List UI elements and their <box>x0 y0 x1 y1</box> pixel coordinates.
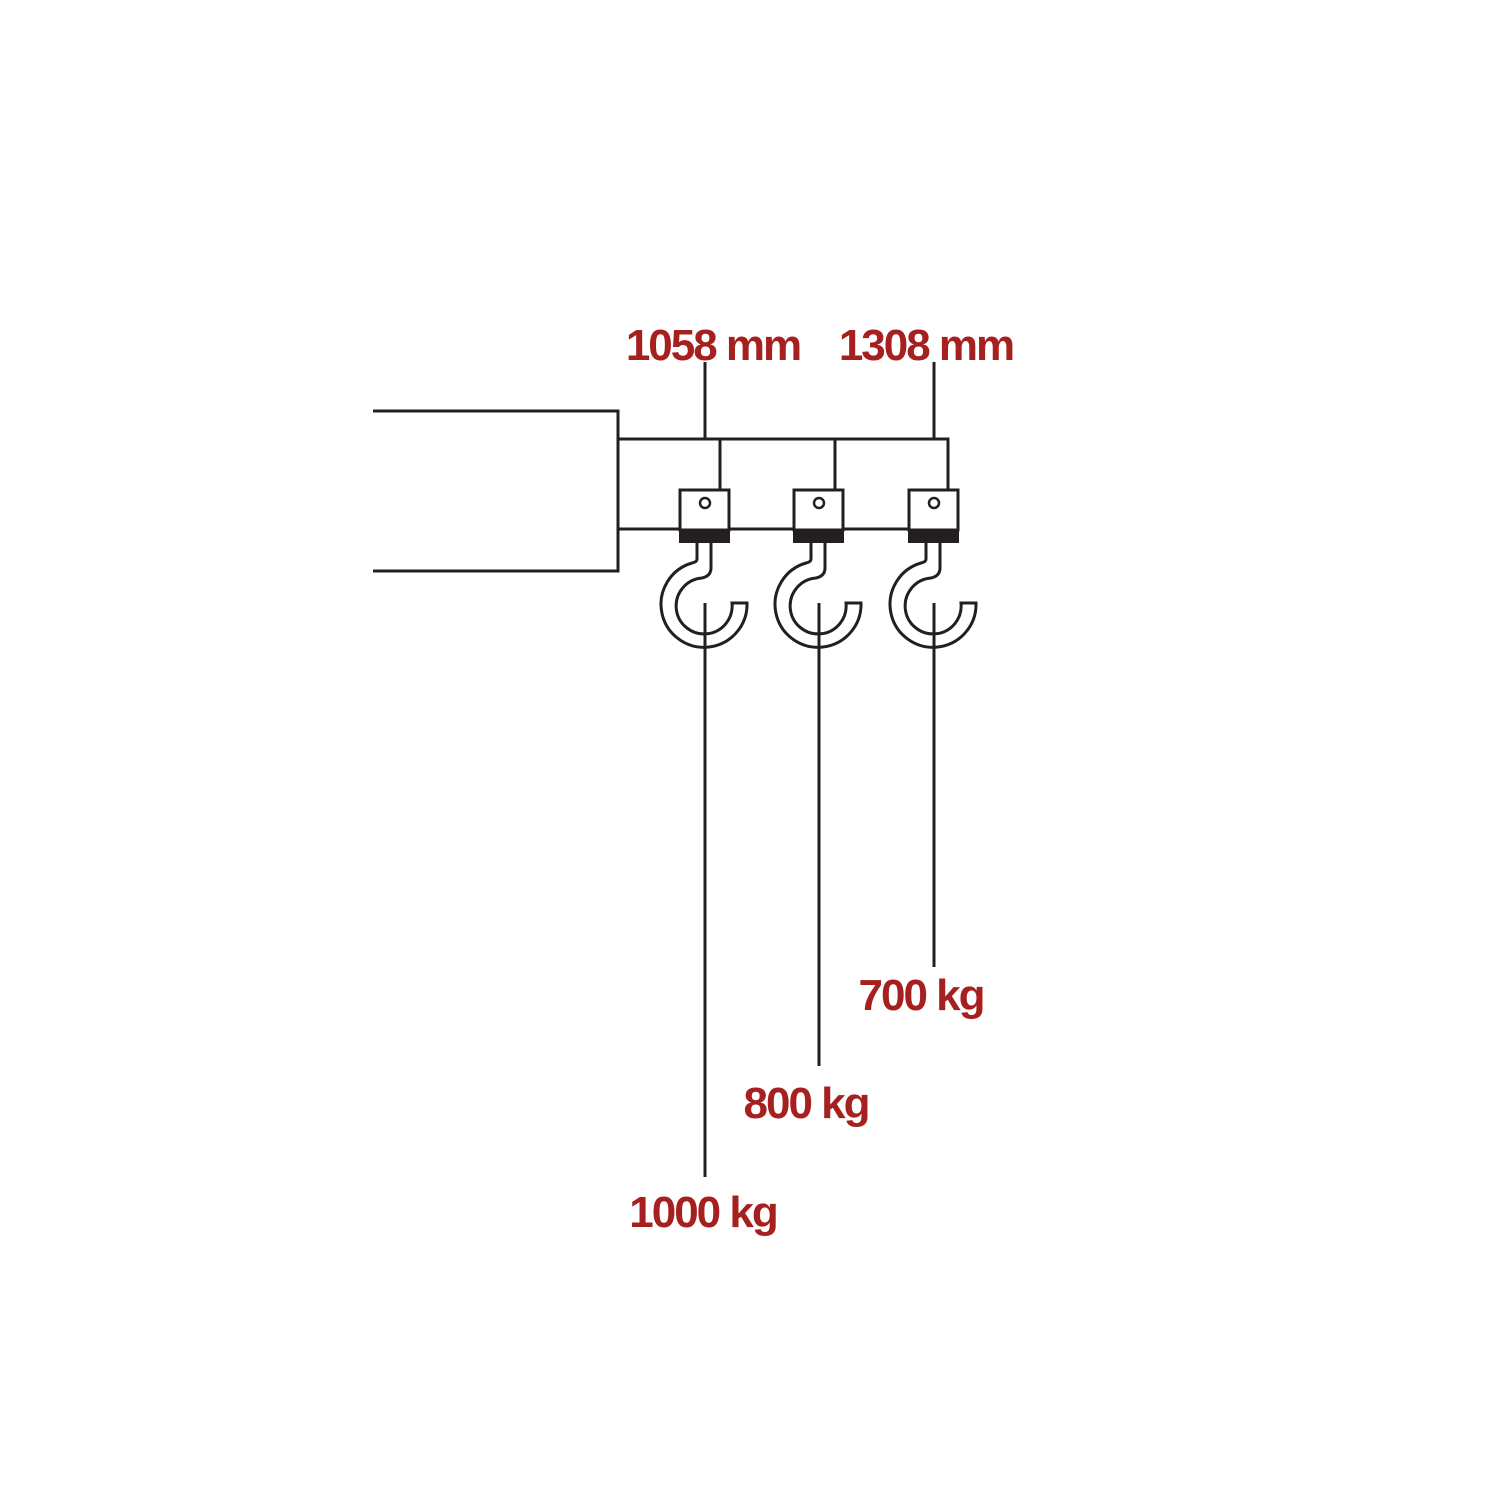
load-label-800: 800 kg <box>744 1079 869 1128</box>
pin-icon <box>698 496 712 510</box>
trolley-block <box>907 488 960 532</box>
trolley-block-base <box>908 529 959 543</box>
hook-icon <box>773 543 863 649</box>
trolley-block <box>792 488 845 532</box>
hook-block-1 <box>659 488 749 649</box>
trolley-block-base <box>679 529 730 543</box>
hook-block-3 <box>888 488 978 649</box>
beam <box>373 409 620 573</box>
distance-label-1058: 1058 mm <box>626 321 800 370</box>
hook-icon <box>659 543 749 649</box>
pin-icon <box>812 496 826 510</box>
trolley-rail-top <box>618 437 950 490</box>
load-label-1000: 1000 kg <box>629 1188 776 1237</box>
hook-icon <box>888 543 978 649</box>
load-label-700: 700 kg <box>859 971 984 1020</box>
hook-block-2 <box>773 488 863 649</box>
pin-icon <box>927 496 941 510</box>
trolley-block <box>678 488 731 532</box>
trolley-block-base <box>793 529 844 543</box>
distance-label-1308: 1308 mm <box>839 321 1013 370</box>
